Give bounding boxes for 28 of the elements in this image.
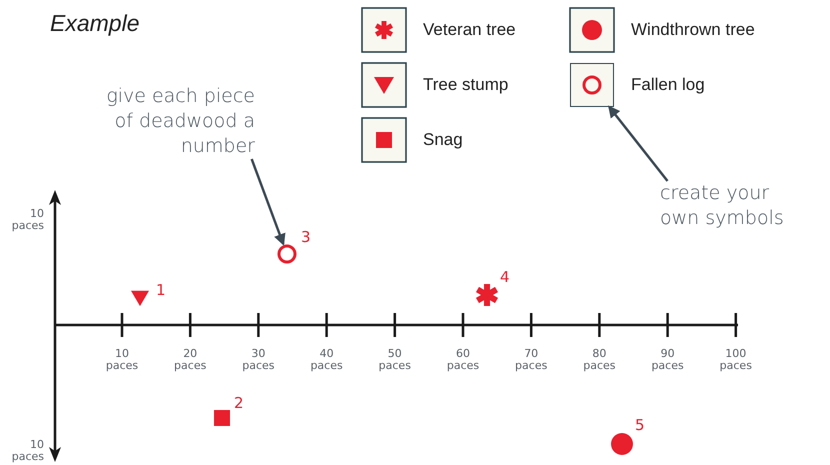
axis-label: 10 paces [10, 439, 44, 463]
legend-symbol-box [570, 63, 614, 107]
annotation-text: give each piece of deadwood a number [105, 84, 255, 159]
arrow [608, 105, 668, 182]
axis-tick-label: 50 paces [378, 348, 412, 372]
callout-number: 3 [301, 228, 311, 246]
axis-tick-label: 40 paces [309, 348, 344, 372]
callout-number: 4 [500, 268, 510, 286]
axis-tick-label: 90 paces [650, 348, 685, 372]
annotation-text: create your own symbols [660, 181, 785, 231]
legend-label: Snag [423, 130, 463, 150]
legend-label: Windthrown tree [631, 20, 755, 40]
axis-tick-label: 20 paces [173, 348, 208, 372]
arrow [250, 158, 286, 246]
axis-tick-label: 60 paces [446, 348, 480, 372]
callout-number: 5 [635, 416, 645, 434]
axis-tick-label: 80 paces [582, 348, 617, 372]
callout-number: 2 [234, 394, 244, 412]
axis-label: 10 paces [10, 208, 44, 232]
axis-tick-label: 30 paces [241, 348, 276, 372]
axis-tick-label: 100 paces [718, 348, 753, 372]
axis-tick-label: 10 paces [104, 348, 140, 372]
legend-label: Tree stump [423, 75, 508, 95]
legend-label: Veteran tree [423, 20, 516, 40]
legend-label: Fallen log [631, 75, 705, 95]
callout-number: 1 [156, 281, 166, 299]
heading: Example [50, 10, 140, 37]
axis-tick-label: 70 paces [514, 348, 548, 372]
